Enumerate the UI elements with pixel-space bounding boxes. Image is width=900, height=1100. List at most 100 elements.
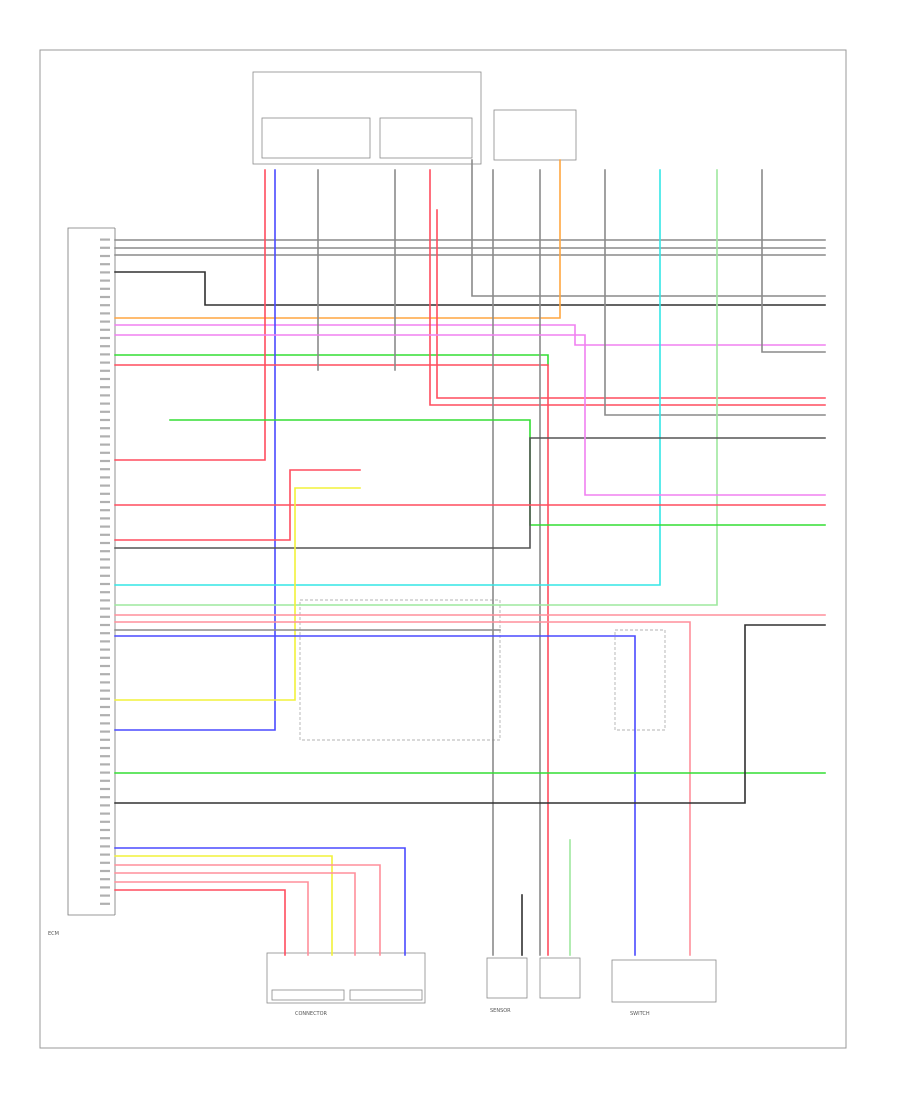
ecm-pin-mark [100, 878, 110, 881]
ecm-pin-mark [100, 410, 110, 413]
ecm-pin-mark [100, 804, 110, 807]
wire-pink-2 [114, 621, 691, 956]
ecm-pin-mark [100, 623, 110, 627]
bottom-mid-sensor-a [486, 957, 528, 999]
ecm-pin-mark [100, 492, 110, 495]
ecm-pin-mark [100, 476, 110, 479]
module-bm-label: SENSOR [490, 1008, 511, 1014]
ecm-pin-mark [100, 328, 110, 331]
ecm-label: ECM [48, 931, 59, 937]
wire-green-1 [114, 354, 549, 366]
wire-cyan-1 [114, 169, 661, 586]
ecm-pin-mark [100, 509, 110, 512]
wire-red-3 [436, 209, 826, 399]
wire-bus-4 [114, 271, 826, 306]
ecm-pin-mark [100, 656, 110, 659]
ecm-pin-mark [100, 853, 110, 856]
wire-violet-2 [114, 334, 826, 496]
ecm-pin-mark [100, 861, 110, 864]
ecm-pin-mark [100, 263, 110, 266]
ecm-pin-mark [100, 517, 110, 520]
wire-pink-4 [114, 872, 356, 956]
ecm-pin-mark [100, 828, 110, 832]
wire-red-6 [114, 469, 361, 541]
ecm-pin-mark [100, 418, 110, 422]
dashed-box-a [299, 599, 501, 741]
ecm-pin-mark [100, 730, 110, 733]
ecm-pin-mark [100, 304, 110, 307]
wire-red-4 [114, 364, 549, 956]
ecm-pin-mark [100, 779, 110, 782]
bottom-left-module-a [271, 989, 345, 1001]
ecm-pin-mark [100, 845, 110, 848]
wire-gray-6 [761, 169, 826, 353]
top-relay-inner-2 [379, 117, 473, 159]
bottom-mid-sensor-b [539, 957, 581, 999]
ecm-pin-mark [100, 361, 110, 364]
diagram-frame [39, 49, 847, 1049]
ecm-pin-mark [100, 541, 110, 545]
ecm-pin-mark [100, 345, 110, 348]
ecm-pin-mark [100, 894, 110, 897]
ecm-pin-mark [100, 632, 110, 635]
ecm-pin-mark [100, 886, 110, 889]
wire-yellow-2 [114, 855, 333, 956]
ecm-pin-mark [100, 459, 110, 463]
ecm-pin-mark [100, 435, 110, 438]
wire-red-2 [429, 169, 826, 406]
bottom-left-module [266, 952, 426, 1004]
wire-gray-5 [604, 169, 826, 416]
ecm-pin-mark [100, 279, 110, 282]
ecm-pin-mark [100, 377, 110, 381]
label-group [100, 238, 110, 905]
ecm-pin-mark [100, 599, 110, 602]
ecm-pin-mark [100, 697, 110, 700]
wire-pink-3 [114, 864, 381, 956]
ecm-pin-mark [100, 812, 110, 815]
top-switch-box [493, 109, 577, 161]
wire-orange-1 [114, 159, 561, 319]
ecm-pin-mark [100, 566, 110, 569]
ecm-pin-mark [100, 336, 110, 340]
ecm-pin-mark [100, 722, 110, 725]
ecm-pin-mark [100, 558, 110, 561]
ecm-pin-mark [100, 796, 110, 799]
bottom-left-module-b [349, 989, 423, 1001]
ecm-pin-mark [100, 607, 110, 610]
ecm-pin-mark [100, 771, 110, 774]
ecm-pin-mark [100, 468, 110, 471]
ecm-outline [67, 227, 115, 916]
ecm-pin-mark [100, 615, 110, 618]
ecm-pin-mark [100, 705, 110, 709]
wire-dkgray-1 [114, 437, 826, 549]
wire-bus-5 [471, 159, 826, 297]
ecm-pin-mark [100, 648, 110, 651]
ecm-pin-mark [100, 746, 110, 750]
wire-green-2 [169, 419, 826, 526]
ecm-pin-mark [100, 763, 110, 766]
ecm-pin-mark [100, 386, 110, 389]
top-relay-inner-1 [261, 117, 371, 159]
ecm-pin-mark [100, 664, 110, 668]
ecm-pin-mark [100, 640, 110, 643]
ecm-pin-mark [100, 353, 110, 356]
ecm-pin-mark [100, 394, 110, 397]
wire-blue-3 [114, 847, 406, 956]
ecm-pin-mark [100, 443, 110, 446]
top-relay-box [252, 71, 482, 165]
ecm-pin-mark [100, 837, 110, 840]
ecm-pin-mark [100, 500, 110, 504]
wire-pink-5 [114, 881, 309, 956]
ecm-pin-mark [100, 714, 110, 717]
ecm-pin-mark [100, 787, 110, 791]
bottom-right-switch [611, 959, 717, 1003]
ecm-pin-mark [100, 320, 110, 323]
ecm-pin-mark [100, 238, 110, 241]
ecm-pin-mark [100, 271, 110, 274]
ecm-pin-mark [100, 525, 110, 528]
wire-yellow-1 [114, 487, 361, 701]
module-bl-label: CONNECTOR [295, 1011, 328, 1017]
ecm-pin-mark [100, 312, 110, 315]
ecm-pin-mark [100, 591, 110, 594]
